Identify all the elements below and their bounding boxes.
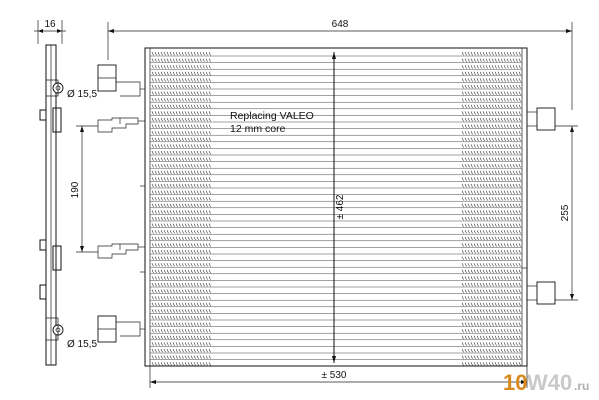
fins-right	[461, 51, 521, 366]
dim-left-spacing: 190	[70, 181, 81, 198]
watermark-part3: .ru	[574, 379, 589, 393]
tubes	[150, 55, 522, 360]
dim-width-core: ± 530	[322, 370, 347, 381]
dim-right-spacing: 255	[560, 204, 571, 221]
watermark-logo: 10 W40 .ru	[503, 370, 589, 395]
note-line2: 12 mm core	[230, 123, 286, 135]
watermark-part1: 10	[503, 370, 527, 395]
fins-left	[151, 51, 211, 366]
watermark-part2: W40	[527, 370, 572, 395]
side-view: 16 Ø 15,5 Ø 15,5	[34, 19, 97, 366]
dim-pipe-bottom: Ø 15,5	[67, 339, 97, 350]
dim-width-total: 648	[332, 19, 349, 30]
dim-thickness: 16	[44, 19, 56, 30]
note-line1: Replacing VALEO	[230, 110, 314, 122]
dim-height-core: ± 462	[335, 194, 346, 219]
dim-pipe-top: Ø 15,5	[67, 89, 97, 100]
front-view: 648 ± 462 Replacing VALEO 12 mm core ± 5…	[70, 19, 578, 388]
